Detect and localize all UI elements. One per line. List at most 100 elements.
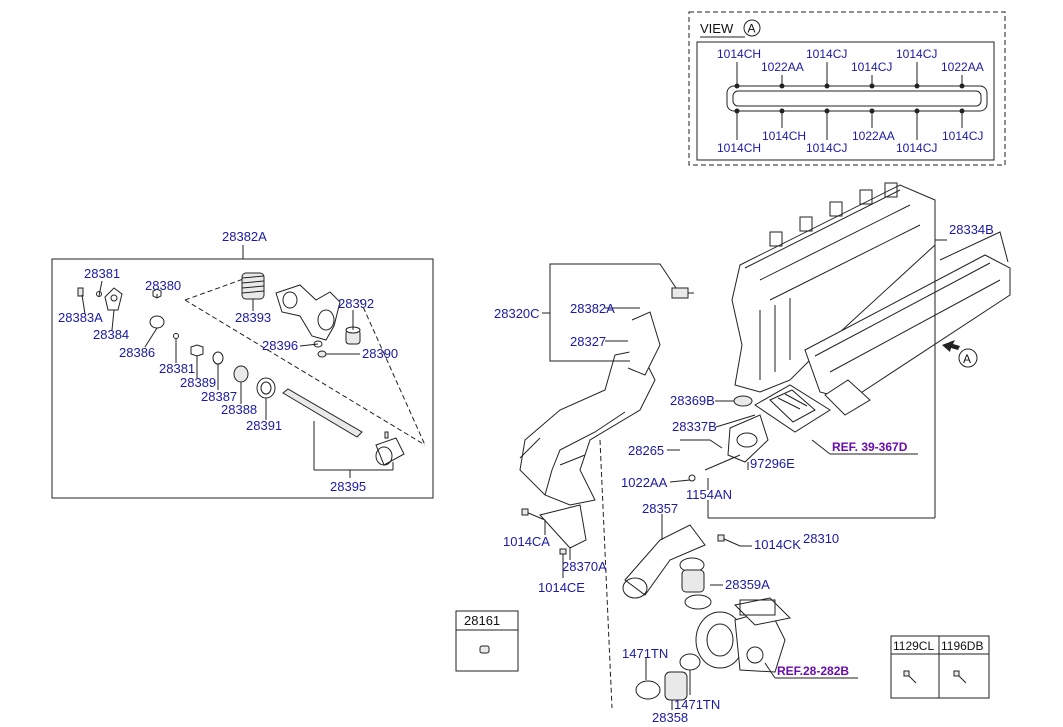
label-1014ck: 1014CK: [754, 537, 801, 552]
label-1154an: 1154AN: [686, 487, 732, 502]
view-label-bottom-5: 1014CJ: [942, 129, 983, 143]
label-28327: 28327: [570, 334, 606, 349]
hose-28359a: [679, 557, 712, 610]
plug-28161: [479, 645, 490, 654]
box-28161-title: 28161: [464, 613, 500, 628]
label-1471tn-a: 1471TN: [622, 646, 668, 661]
label-28337b: 28337B: [672, 419, 717, 434]
label-28392: 28392: [338, 296, 374, 311]
view-label-bottom-3: 1022AA: [852, 129, 895, 143]
box-bolts-col2: 1196DB: [941, 639, 983, 653]
washer-28387: [212, 351, 224, 365]
label-28357: 28357: [642, 501, 678, 516]
label-28386: 28386: [119, 345, 155, 360]
box-28382a-title: 28382A: [222, 229, 267, 244]
bolt-1014ce: [559, 548, 567, 568]
label-28359a: 28359A: [725, 577, 770, 592]
view-label-bottom-4: 1014CJ: [896, 141, 937, 155]
elbow-28265: [680, 414, 769, 463]
label-1471tn-b: 1471TN: [674, 697, 720, 712]
view-a-arrow-label: A: [963, 352, 971, 366]
gasket-outline: [726, 85, 988, 112]
label-28380: 28380: [145, 278, 181, 293]
pipe-28357: [622, 524, 706, 599]
centerline: [599, 439, 613, 709]
label-97296e: 97296E: [750, 456, 795, 471]
bracket-28370a: [539, 504, 587, 549]
label-28388: 28388: [221, 402, 257, 417]
view-label-top-4: 1014CJ: [896, 47, 937, 61]
bolt-1014ck: [717, 534, 741, 547]
seal-28391: [256, 377, 276, 399]
intake-manifold: [804, 231, 1011, 416]
label-28381-b: 28381: [159, 361, 195, 376]
spring-28393: [241, 272, 265, 300]
engine-block: [731, 182, 936, 393]
washers-28396-28390: [313, 340, 327, 358]
shaft-28395: [282, 388, 405, 466]
hose-28358: [635, 653, 701, 701]
label-28358: 28358: [652, 710, 688, 725]
view-label-top-3: 1014CJ: [851, 60, 892, 74]
label-28383a: 28383A: [58, 310, 103, 325]
label-28320c: 28320C: [494, 306, 540, 321]
view-label-bottom-2: 1014CJ: [806, 141, 847, 155]
ref-39-367d[interactable]: REF. 39-367D: [832, 440, 908, 454]
label-28396: 28396: [262, 338, 298, 353]
bushing-28388: [233, 365, 249, 383]
box-28382a: 28382A: [51, 229, 434, 499]
label-28334b: 28334B: [949, 222, 994, 237]
label-28395: 28395: [330, 479, 366, 494]
flange-28384: [104, 287, 123, 311]
oring-28386: [149, 315, 165, 329]
label-1014ce: 1014CE: [538, 580, 585, 595]
box-bolts-col1: 1129CL: [893, 639, 934, 653]
view-label-bottom-0: 1014CH: [717, 141, 761, 155]
view-marker-circle: [743, 19, 761, 37]
nut-28389: [190, 344, 204, 357]
label-28369b: 28369B: [670, 393, 715, 408]
pipe-28320c: [519, 287, 694, 506]
label-28389: 28389: [180, 375, 216, 390]
label-28390: 28390: [362, 346, 398, 361]
view-title: VIEW: [700, 21, 734, 36]
label-28382a-main: 28382A: [570, 301, 615, 316]
view-a-frame: [688, 11, 1006, 166]
filter-28337b: [754, 384, 831, 433]
leader-lines: [542, 239, 947, 710]
ref-28-282b[interactable]: REF.28-282B: [777, 664, 849, 678]
view-marker: A: [748, 22, 756, 36]
bolt-1014ca: [521, 508, 546, 521]
view-a-inset: VIEW A 1014CH 1022AA 1014CJ 1014CJ: [688, 11, 1006, 166]
view-label-bottom-1: 1014CH: [762, 129, 806, 143]
turbocharger: [695, 597, 792, 673]
view-label-top-1: 1022AA: [761, 60, 804, 74]
housing-fitting: [275, 284, 341, 341]
box-28161-frame: [455, 610, 519, 672]
label-28391: 28391: [246, 418, 282, 433]
label-28393: 28393: [235, 310, 271, 325]
label-28310: 28310: [803, 531, 839, 546]
label-28384: 28384: [93, 327, 129, 342]
label-28387: 28387: [201, 389, 237, 404]
oring-28381: [173, 333, 179, 339]
box-28161: 28161: [455, 610, 519, 672]
label-28381-a: 28381: [84, 266, 120, 281]
label-1014ca: 1014CA: [503, 534, 550, 549]
label-28370a: 28370A: [562, 559, 607, 574]
bolt-1154an: [688, 454, 741, 482]
box-bolts-frame: [890, 635, 990, 699]
gasket-28369b: [733, 395, 753, 407]
view-label-top-0: 1014CH: [717, 47, 761, 61]
box-28382a-frame: [51, 258, 434, 499]
gasket-inner: [732, 90, 982, 107]
view-label-top-5: 1022AA: [941, 60, 984, 74]
label-28265: 28265: [628, 443, 664, 458]
view-inner-frame: [696, 41, 995, 161]
box-bolts: 1129CL 1196DB: [890, 635, 990, 699]
view-a-arrow: A: [942, 340, 978, 368]
bolt-28383a: [77, 287, 84, 297]
label-1022aa: 1022AA: [621, 475, 668, 490]
view-label-top-2: 1014CJ: [806, 47, 847, 61]
